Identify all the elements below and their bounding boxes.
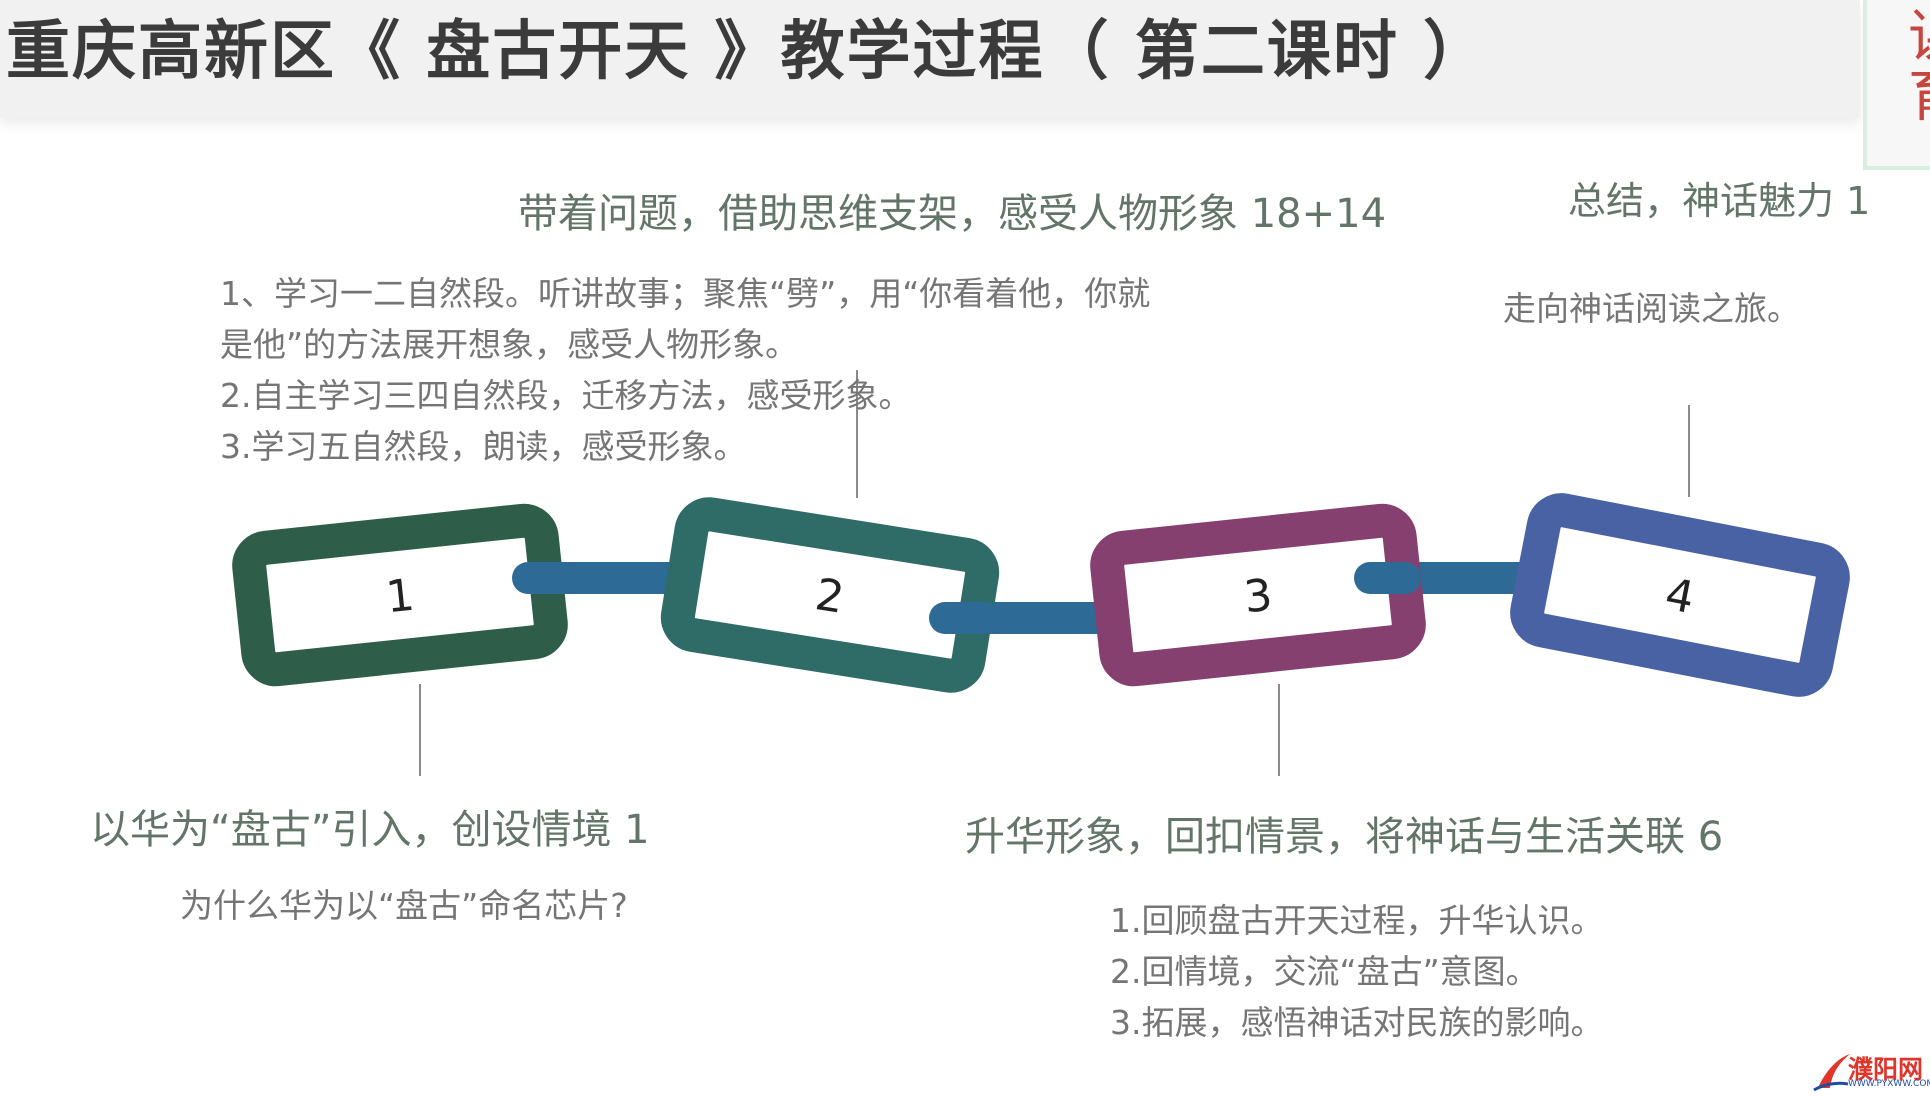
watermark-logo-icon [1813,1054,1850,1092]
phase-3-title: 升华形象，回扣情景，将神话与生活关联 6 [965,814,1724,860]
phase-4-detail: 走向神话阅读之旅。 [1503,289,1800,328]
phase-2-details: 1、学习一二自然段。听讲故事；聚焦“劈”，用“你看着他，你就 是他”的方法展开想… [220,268,1150,472]
phase-1-title: 以华为“盘古”引入，创设情境 1 [90,807,650,853]
phase-2-title: 带着问题，借助思维支架，感受人物形象 18+14 [518,191,1387,237]
chain-link-4-shape [1510,493,1850,697]
side-panel-text: 课育 [1898,6,1930,122]
phase-2-detail-line: 是他”的方法展开想象，感受人物形象。 [220,325,799,364]
phase-2-detail-line: 3.学习五自然段，朗读，感受形象。 [220,427,747,466]
phase-4-title: 总结，神话魅力 1 [1568,179,1871,223]
watermark-url: WWW.PYXWW.COM [1848,1079,1930,1089]
title-bar: 重庆高新区《 盘古开天 》教学过程（ 第二课时 ） [0,0,1860,118]
chain-link-4: 4 [1510,493,1850,697]
leader-line-4 [1688,405,1690,497]
phase-3-detail-line: 1.回顾盘古开天过程，升华认识。 [1110,901,1604,940]
phase-2-detail-line: 2.自主学习三四自然段，迁移方法，感受形象。 [220,376,912,415]
phase-2-detail-line: 1、学习一二自然段。听讲故事；聚焦“劈”，用“你看着他，你就 [220,274,1151,313]
page-title: 重庆高新区《 盘古开天 》教学过程（ 第二课时 ） [6,15,1490,89]
chain-link-2: 2 [660,497,1000,693]
phase-3-detail-line: 2.回情境，交流“盘古”意图。 [1110,952,1539,991]
leader-line-1 [419,684,421,776]
phase-1-detail: 为什么华为以“盘古”命名芯片? [180,886,628,925]
leader-line-3 [1278,684,1280,776]
chain-link-3: 3 [1090,503,1426,687]
side-panel [1863,0,1930,170]
phase-3-details: 1.回顾盘古开天过程，升华认识。 2.回情境，交流“盘古”意图。 3.拓展，感悟… [1110,895,1604,1048]
chain-link-1-number: 1 [384,570,417,624]
leader-line-2 [856,370,858,498]
watermark-name: 濮阳网 [1848,1055,1924,1084]
chain-link-3-number: 3 [1242,570,1275,624]
phase-3-detail-line: 3.拓展，感悟神话对民族的影响。 [1110,1003,1604,1042]
chain-link-1: 1 [232,503,568,687]
